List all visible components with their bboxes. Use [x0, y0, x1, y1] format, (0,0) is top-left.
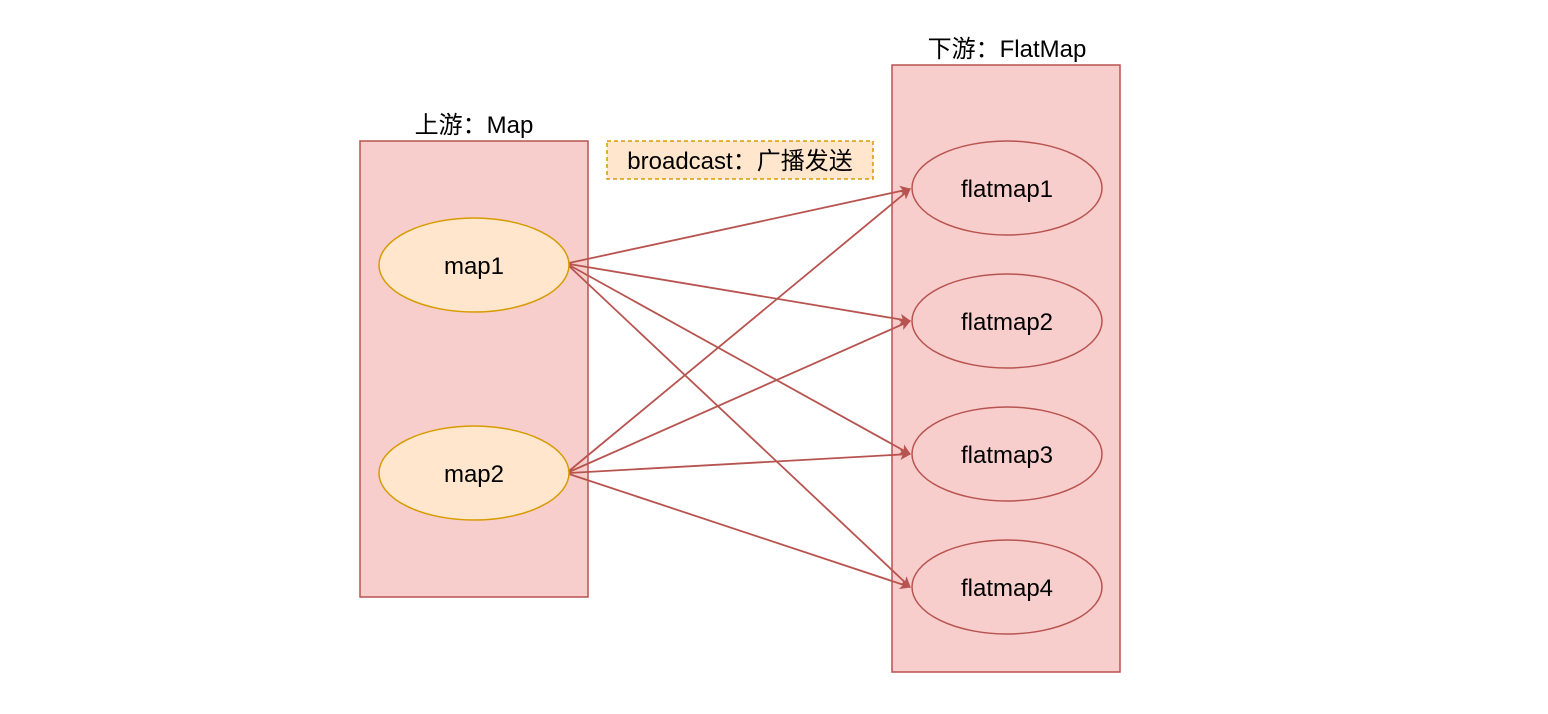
edge-map1-flatmap3 [568, 264, 911, 455]
node-map2-label: map2 [444, 461, 504, 488]
edge-map2-flatmap1 [568, 188, 911, 472]
edge-map1-flatmap2 [568, 263, 912, 325]
node-map1-label: map1 [444, 253, 504, 280]
node-flatmap3: flatmap3 [911, 406, 1103, 502]
node-flatmap2-label: flatmap2 [961, 309, 1053, 336]
node-map2: map2 [378, 425, 570, 521]
node-flatmap1-shape [911, 140, 1103, 236]
node-flatmap4-shape [911, 539, 1103, 635]
node-flatmap3-label: flatmap3 [961, 442, 1053, 469]
broadcast-annotation-label: broadcast：广播发送 [627, 148, 852, 175]
edge-map2-flatmap4 [568, 473, 912, 590]
upstream-title: 上游：Map [415, 112, 534, 139]
node-flatmap4: flatmap4 [911, 539, 1103, 635]
node-map2-shape [378, 425, 570, 521]
upstream-container [359, 140, 589, 598]
edges-group [568, 185, 912, 590]
edge-map1-flatmap1 [568, 185, 912, 264]
node-map1: map1 [378, 217, 570, 313]
edge-map2-flatmap3 [568, 449, 912, 474]
node-flatmap1: flatmap1 [911, 140, 1103, 236]
node-flatmap2-shape [911, 273, 1103, 369]
node-map1-shape [378, 217, 570, 313]
node-flatmap2: flatmap2 [911, 273, 1103, 369]
downstream-title: 下游：FlatMap [928, 36, 1087, 63]
node-flatmap4-label: flatmap4 [961, 575, 1053, 602]
edge-map1-flatmap4 [568, 265, 911, 588]
node-flatmap1-label: flatmap1 [961, 176, 1053, 203]
node-flatmap3-shape [911, 406, 1103, 502]
broadcast-annotation-box [606, 140, 874, 180]
edge-map2-flatmap2 [568, 319, 912, 473]
